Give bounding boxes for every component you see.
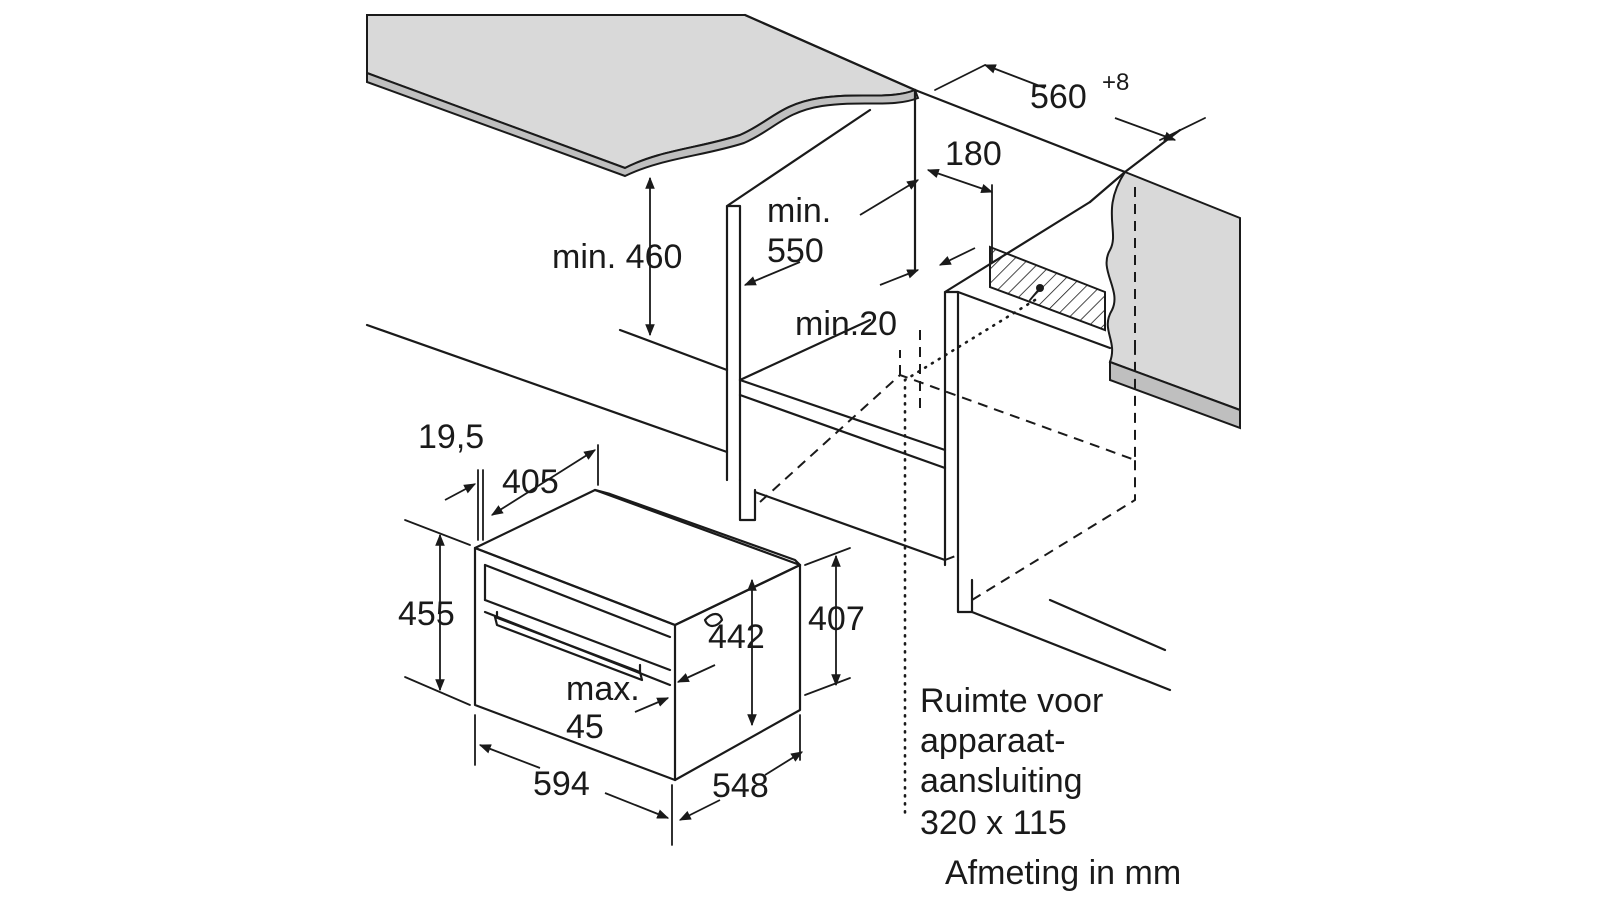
dim-407: 407 — [808, 600, 865, 638]
connection-note: Ruimte voor apparaat- aansluiting 320 x … — [920, 682, 1103, 842]
dim-550: 550 — [767, 232, 824, 270]
countertop-right — [1105, 170, 1241, 430]
niche-structure — [365, 13, 1182, 692]
dim-560-tolerance: +8 — [1102, 69, 1129, 96]
connection-leader — [903, 298, 1037, 817]
note-line-4: 320 x 115 — [920, 804, 1067, 842]
countertop-left — [366, 14, 920, 178]
dim-455: 455 — [398, 595, 455, 633]
dim-max-label: max. — [566, 670, 640, 708]
dimension-labels: 560 +8 180 min. 550 min. 460 min.20 19,5… — [398, 69, 1129, 805]
dim-180: 180 — [945, 135, 1002, 173]
connection-area — [989, 245, 1106, 332]
dim-442: 442 — [708, 618, 765, 656]
dim-19-5: 19,5 — [418, 418, 484, 456]
note-line-1: Ruimte voor — [920, 682, 1103, 720]
dim-548: 548 — [712, 767, 769, 805]
dim-594: 594 — [533, 765, 590, 803]
dim-560: 560 — [1030, 78, 1087, 116]
dim-min-label: min. — [767, 192, 831, 230]
dim-45: 45 — [566, 708, 604, 746]
oven — [473, 488, 802, 782]
note-line-3: aansluiting — [920, 762, 1083, 800]
unit-note: Afmeting in mm — [945, 854, 1181, 892]
dim-405: 405 — [502, 463, 559, 501]
dim-min-20: min.20 — [795, 305, 897, 343]
dim-min-460: min. 460 — [552, 238, 682, 276]
dimension-lines — [404, 64, 1206, 846]
note-line-2: apparaat- — [920, 722, 1066, 760]
appliance-outline-dashed — [759, 180, 1136, 601]
